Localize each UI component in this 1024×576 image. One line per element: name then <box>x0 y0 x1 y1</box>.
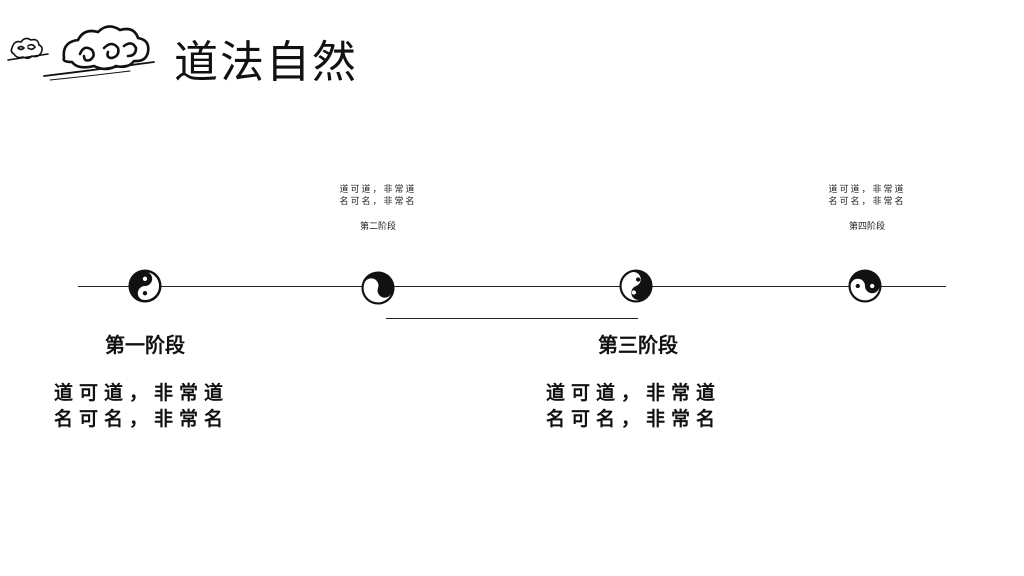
stage-4-label: 第四阶段 <box>848 222 885 232</box>
stage-3-label: 第三阶段 <box>598 333 678 357</box>
stage-1-line-2: 名可名，非常名 <box>54 408 230 430</box>
timeline-line <box>78 286 946 287</box>
stage-3-description: 道可道，非常道 名可名，非常名 <box>546 380 721 432</box>
stage-1-label: 第一阶段 <box>105 333 185 357</box>
yin-yang-icon <box>619 269 653 303</box>
stage-4-line-1: 道可道，非常道 <box>828 185 906 195</box>
stage-2-line-2: 名可名，非常名 <box>339 197 417 207</box>
stage-2-line-1: 道可道，非常道 <box>339 185 417 195</box>
stage-2-label: 第二阶段 <box>359 222 396 232</box>
stage-4-line-2: 名可名，非常名 <box>828 197 906 207</box>
auspicious-cloud-icon <box>7 25 155 81</box>
yin-yang-icon <box>361 271 395 305</box>
stage-3-line-2: 名可名，非常名 <box>546 408 722 430</box>
yin-yang-icon <box>848 269 882 303</box>
stage-4-description: 道可道，非常道 名可名，非常名 <box>797 184 937 208</box>
page-title: 道法自然 <box>174 37 358 88</box>
stage-2-description: 道可道，非常道 名可名，非常名 <box>308 184 448 208</box>
timeline-underline <box>386 318 638 319</box>
yin-yang-icon <box>128 269 162 303</box>
stage-1-line-1: 道可道，非常道 <box>54 382 230 404</box>
stage-1-description: 道可道，非常道 名可名，非常名 <box>54 380 229 432</box>
stage-3-line-1: 道可道，非常道 <box>546 382 722 404</box>
